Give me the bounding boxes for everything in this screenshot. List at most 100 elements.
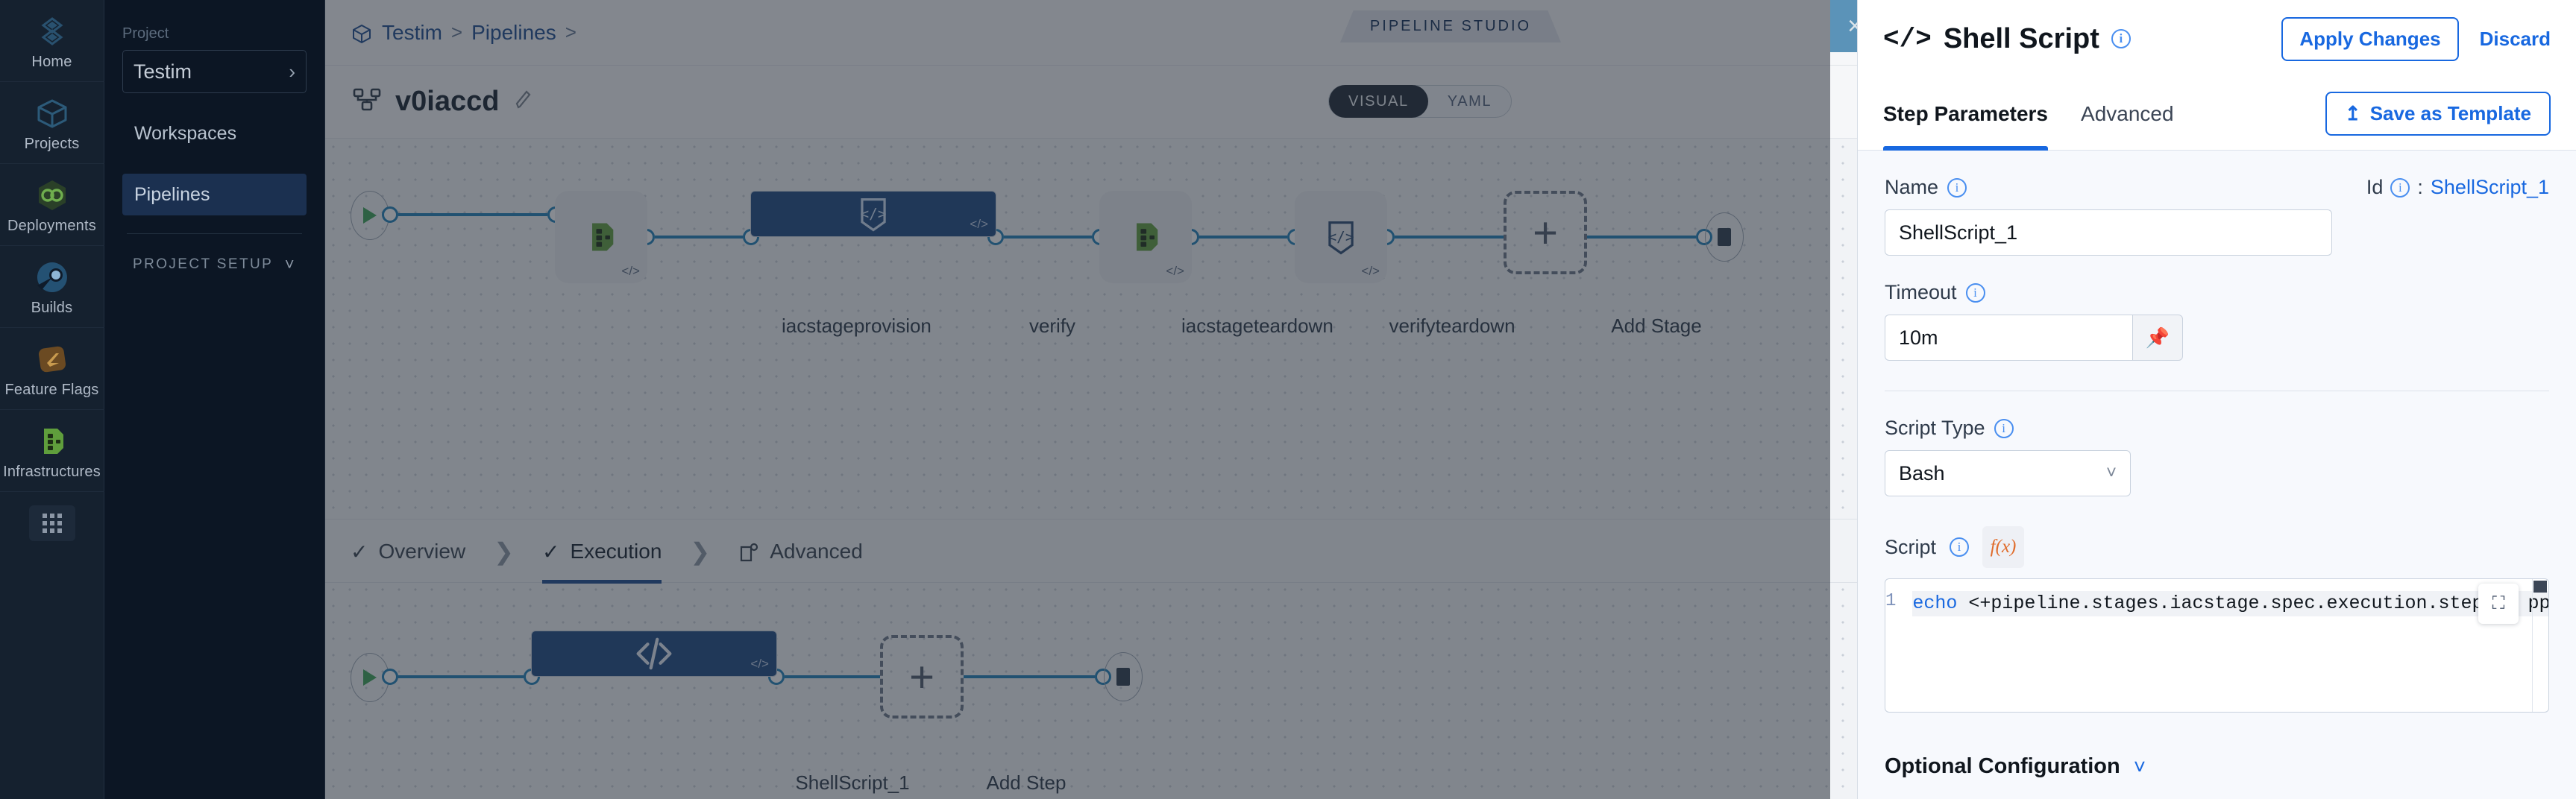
- pencil-icon[interactable]: [512, 88, 535, 116]
- editor-code-line[interactable]: echo <+pipeline.stages.iacstage.spec.exe…: [1912, 591, 2549, 616]
- info-icon[interactable]: i: [1965, 282, 1985, 303]
- name-input[interactable]: ShellScript_1: [1885, 209, 2332, 256]
- timeout-input-value: 10m: [1899, 326, 1938, 349]
- editor-vertical-scrollbar[interactable]: [2532, 579, 2548, 712]
- toggle-option-yaml[interactable]: YAML: [1447, 92, 1492, 110]
- stage-tab-execution[interactable]: ✓ Execution: [541, 519, 662, 584]
- info-icon[interactable]: i: [1994, 418, 2014, 438]
- script-type-value: Bash: [1899, 461, 1945, 484]
- connector-line: [964, 675, 1095, 678]
- timeout-field-label: Timeout i: [1885, 281, 2549, 304]
- nav-item-feature-flags[interactable]: Feature Flags: [0, 328, 104, 410]
- stage-node-verify[interactable]: </> </>: [750, 191, 996, 237]
- nav-item-infrastructures[interactable]: Infrastructures: [0, 410, 104, 492]
- stage-type-tag: </>: [970, 217, 988, 231]
- sidebar-group-label: PROJECT SETUP: [133, 256, 274, 272]
- nav-item-deployments[interactable]: Deployments: [0, 164, 104, 246]
- info-icon[interactable]: i: [1947, 177, 1967, 198]
- info-icon[interactable]: i: [2111, 29, 2131, 48]
- timeout-field: 10m 📌: [1885, 315, 2183, 361]
- breadcrumb-item-pipelines[interactable]: Pipelines: [471, 20, 556, 44]
- infra-nodes-icon: [592, 223, 614, 251]
- id-label-text: Id: [2366, 176, 2384, 198]
- editor-keyword: echo: [1912, 593, 1958, 614]
- primary-nav-rail: Home Projects: [0, 0, 104, 799]
- advanced-gear-icon: [738, 540, 759, 563]
- svg-text:</>: </>: [1328, 228, 1354, 245]
- connector-line: [1004, 236, 1092, 239]
- script-editor[interactable]: 1 echo <+pipeline.stages.iacstage.spec.e…: [1885, 578, 2549, 713]
- stage-tab-label: Advanced: [770, 540, 863, 563]
- optional-configuration-toggle[interactable]: Optional Configuration ˅: [1885, 754, 2549, 779]
- stage-type-tag: </>: [621, 264, 640, 278]
- nav-item-projects[interactable]: Projects: [0, 82, 104, 164]
- add-stage-button[interactable]: +: [1504, 191, 1587, 274]
- project-selector[interactable]: Testim ›: [122, 50, 307, 93]
- expand-icon[interactable]: ⛶: [2478, 584, 2519, 624]
- name-input-value: ShellScript_1: [1899, 221, 2018, 244]
- script-type-select[interactable]: Bash ˅: [1885, 450, 2131, 496]
- check-icon: ✓: [541, 540, 560, 563]
- save-as-template-label: Save as Template: [2369, 102, 2531, 124]
- stage-node-iacstageteardown[interactable]: </>: [1099, 191, 1192, 283]
- stage-label: verifyteardown: [1389, 315, 1515, 337]
- pipeline-studio-badge: PIPELINE STUDIO: [1339, 10, 1562, 42]
- code-shield-icon: </>: [861, 198, 887, 232]
- step-node-shellscript-1[interactable]: </>: [531, 631, 777, 677]
- infra-nodes-icon: [0, 422, 104, 461]
- sidebar-item-label: Pipelines: [134, 183, 210, 205]
- stage-node-iacstageprovision[interactable]: </>: [555, 191, 647, 283]
- tab-separator-icon: ❯: [690, 538, 711, 565]
- toggle-option-visual[interactable]: VISUAL: [1329, 85, 1428, 118]
- tab-separator-icon: ❯: [494, 538, 514, 565]
- panel-body: Name i Id i : ShellScript_1 ShellScript_…: [1858, 151, 2576, 799]
- fx-icon[interactable]: f(x): [1982, 526, 2025, 568]
- timeout-input[interactable]: 10m: [1885, 315, 2132, 361]
- connector-line: [398, 675, 524, 678]
- check-icon: ✓: [351, 540, 368, 563]
- connector-dot: [382, 206, 398, 223]
- info-icon[interactable]: i: [1950, 537, 1970, 557]
- panel-title: Shell Script: [1943, 22, 2099, 54]
- nav-item-home[interactable]: Home: [0, 0, 104, 82]
- view-mode-toggle[interactable]: VISUAL YAML: [1328, 85, 1512, 118]
- code-shield-icon: </>: [1328, 221, 1354, 255]
- save-as-template-button[interactable]: ↥ Save as Template: [2325, 92, 2551, 136]
- add-step-button[interactable]: +: [880, 635, 964, 719]
- scrollbar-thumb[interactable]: [2533, 581, 2547, 593]
- app-grid-button[interactable]: [0, 492, 104, 555]
- editor-code-text: <+pipeline.stages.iacstage.spec.executio…: [1957, 593, 2549, 614]
- optional-configuration-label: Optional Configuration: [1885, 754, 2120, 778]
- sidebar-group-project-setup[interactable]: PROJECT SETUP ˅: [122, 255, 307, 274]
- discard-button[interactable]: Discard: [2479, 27, 2551, 50]
- script-label-text: Script: [1885, 535, 1937, 558]
- breadcrumb: Testim > Pipelines >: [351, 21, 577, 45]
- pipeline-nodes-icon: [352, 86, 382, 117]
- breadcrumb-item-testim[interactable]: Testim: [382, 20, 442, 44]
- sidebar-item-label: Workspaces: [134, 122, 237, 144]
- steps-end-node: [1104, 652, 1143, 701]
- sidebar-item-workspaces[interactable]: Workspaces: [122, 113, 307, 154]
- breadcrumb-separator: >: [450, 21, 463, 43]
- stage-tab-advanced[interactable]: Advanced: [738, 519, 863, 584]
- step-label: ShellScript_1: [795, 771, 910, 794]
- pin-icon[interactable]: 📌: [2132, 315, 2183, 361]
- connector-line: [1199, 236, 1287, 239]
- stage-label: iacstageprovision: [782, 315, 932, 337]
- name-label-text: Name: [1885, 176, 1939, 198]
- cube-icon: [351, 21, 373, 45]
- connector-line: [655, 236, 743, 239]
- panel-tabs: Step Parameters Advanced ↥ Save as Templ…: [1858, 78, 2576, 151]
- sidebar-item-pipelines[interactable]: Pipelines: [122, 174, 307, 215]
- code-brackets-icon: </>: [1883, 23, 1932, 54]
- stage-node-verifyteardown[interactable]: </> </>: [1295, 191, 1387, 283]
- info-icon[interactable]: i: [2390, 177, 2410, 198]
- stage-tab-overview[interactable]: ✓ Overview: [351, 519, 465, 584]
- tab-step-parameters[interactable]: Step Parameters: [1883, 78, 2049, 151]
- nav-label: Home: [31, 54, 72, 70]
- stage-label: iacstageteardown: [1181, 315, 1333, 337]
- tab-advanced[interactable]: Advanced: [2081, 101, 2174, 125]
- fx-label: f(x): [1990, 537, 2017, 557]
- apply-changes-button[interactable]: Apply Changes: [2281, 16, 2459, 61]
- nav-item-builds[interactable]: Builds: [0, 246, 104, 328]
